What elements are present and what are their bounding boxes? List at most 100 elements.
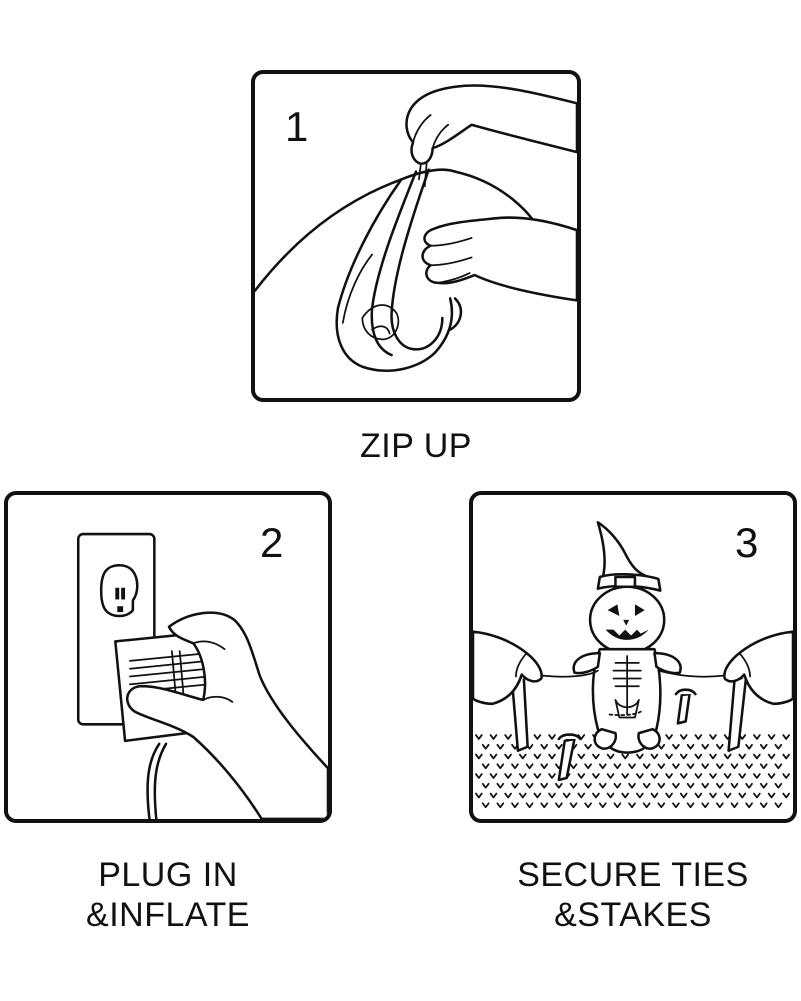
grass-tuft xyxy=(598,802,607,809)
grass-tuft xyxy=(767,773,776,779)
grass-tuft xyxy=(738,773,747,779)
grass-tuft xyxy=(548,734,556,740)
grass-tuft xyxy=(716,763,724,770)
grass-tuft xyxy=(650,792,659,799)
grass-tuft xyxy=(496,743,505,750)
grass-tuft xyxy=(481,763,490,770)
grass-tuft xyxy=(548,792,556,799)
step-2-panel: 2 xyxy=(4,491,332,823)
grass-tuft xyxy=(665,773,673,779)
grass-tuft xyxy=(628,802,636,809)
grass-tuft xyxy=(642,763,651,770)
step-2-number: 2 xyxy=(260,519,284,566)
grass-tuft xyxy=(730,763,739,770)
grass-tuft xyxy=(511,782,519,789)
grass-tuft xyxy=(701,763,709,770)
grass-tuft xyxy=(759,782,768,789)
grass-tuft xyxy=(613,782,622,789)
grass-tuft xyxy=(694,792,703,799)
grass-tuft xyxy=(606,753,615,760)
hands-zipping-bag-icon xyxy=(255,84,577,372)
grass-tuft xyxy=(636,753,644,760)
grass-tuft xyxy=(504,734,512,740)
grass-tuft xyxy=(701,802,709,809)
grass-tuft xyxy=(709,792,717,799)
inflatable-staked-in-grass-icon xyxy=(473,521,793,809)
grass-tuft xyxy=(694,734,703,740)
grass-tuft xyxy=(592,753,600,760)
grass-tuft xyxy=(533,792,542,799)
grass-tuft xyxy=(621,753,629,760)
grass-tuft xyxy=(745,782,753,789)
grass-tuft xyxy=(759,763,768,770)
grass-tuft xyxy=(613,802,622,809)
grass-tuft xyxy=(598,763,607,770)
grass-tuft xyxy=(555,782,563,789)
grass-tuft xyxy=(496,763,505,770)
grass-tuft xyxy=(598,782,607,789)
grass-tuft xyxy=(475,753,483,760)
grass-tuft xyxy=(584,763,592,770)
grass-tuft xyxy=(540,763,549,770)
grass-tuft xyxy=(636,773,644,779)
grass-tuft xyxy=(730,802,739,809)
grass-tuft xyxy=(562,792,571,799)
grass-tuft xyxy=(774,763,783,770)
grass-tuft xyxy=(759,802,768,809)
grass-tuft xyxy=(475,734,483,740)
grass-tuft xyxy=(745,802,753,809)
grass-tuft xyxy=(753,792,761,799)
grass-tuft xyxy=(759,743,768,750)
grass-tuft xyxy=(686,743,695,750)
grass-tuft xyxy=(504,753,512,760)
grass-tuft xyxy=(489,734,498,740)
grass-tuft xyxy=(686,763,695,770)
grass-tuft xyxy=(679,734,688,740)
grass-tuft xyxy=(657,763,666,770)
grass-tuft xyxy=(628,763,636,770)
grass-tuft xyxy=(504,773,512,779)
grass-tuft xyxy=(665,792,673,799)
grass-tuft xyxy=(533,753,542,760)
grass-tuft xyxy=(584,743,592,750)
grass-tuft xyxy=(753,734,761,740)
grass-tuft xyxy=(496,782,505,789)
grass-tuft xyxy=(606,773,615,779)
grass-tuft xyxy=(672,763,680,770)
grass-tuft xyxy=(694,753,703,760)
grass-tuft xyxy=(782,773,790,779)
grass-tuft xyxy=(745,763,753,770)
grass-tuft xyxy=(701,782,709,789)
step-1-caption-line: ZIP UP xyxy=(360,427,472,465)
grass-tuft xyxy=(525,763,534,770)
grass-tuft xyxy=(475,773,483,779)
grass-tuft xyxy=(511,802,519,809)
grass-tuft xyxy=(511,763,519,770)
grass-tuft xyxy=(577,753,586,760)
grass-tuft xyxy=(525,782,534,789)
grass-tuft xyxy=(709,734,717,740)
grass-tuft xyxy=(606,792,615,799)
grass-tuft xyxy=(679,753,688,760)
grass-tuft xyxy=(709,753,717,760)
grass-tuft xyxy=(686,802,695,809)
grass-tuft xyxy=(657,802,666,809)
grass-tuft xyxy=(657,743,666,750)
grass-tuft xyxy=(592,773,600,779)
grass-tuft xyxy=(489,753,498,760)
grass-tuft xyxy=(782,792,790,799)
step-3-caption: SECURE TIES &STAKES xyxy=(469,855,797,935)
grass-tuft xyxy=(540,782,549,789)
step-3-panel: 3 xyxy=(469,491,797,823)
hand-plugging-adapter-icon xyxy=(76,532,328,819)
step-2-caption-line-1: PLUG IN xyxy=(98,856,238,894)
grass-tuft xyxy=(679,773,688,779)
grass-tuft xyxy=(592,792,600,799)
grass-tuft xyxy=(738,753,747,760)
grass-tuft xyxy=(548,753,556,760)
step-3-number: 3 xyxy=(735,519,759,566)
grass-tuft xyxy=(723,773,732,779)
step-2-caption-line-2: &INFLATE xyxy=(86,896,250,934)
grass-tuft xyxy=(665,734,673,740)
grass-tuft xyxy=(577,792,586,799)
